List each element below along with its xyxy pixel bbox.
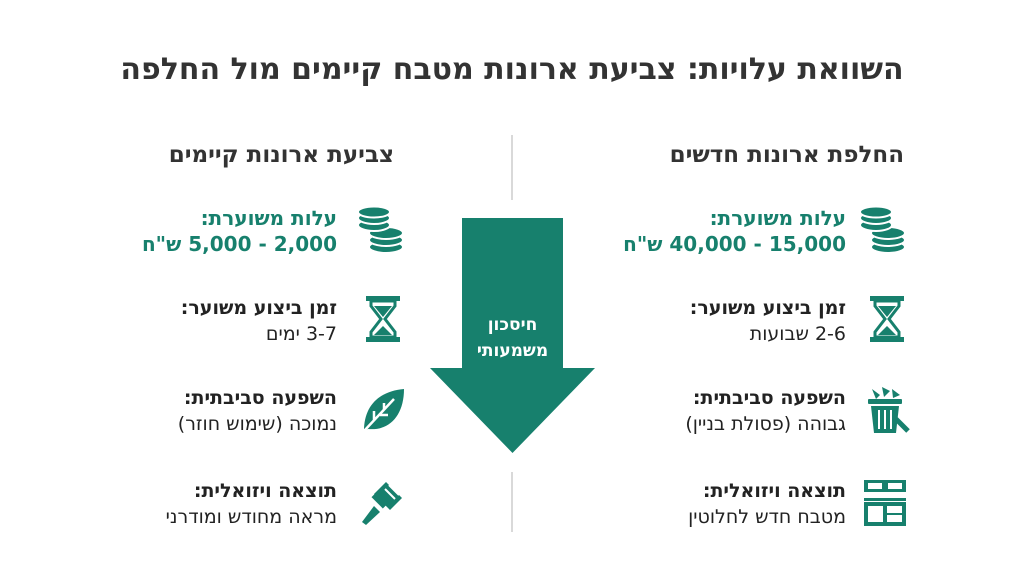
column-heading-replace: החלפת ארונות חדשים xyxy=(669,142,904,168)
replace-time: זמן ביצוע משוער: 2-6 שבועות xyxy=(690,295,846,347)
coins-icon xyxy=(858,205,908,255)
page-title: השוואת עלויות: צביעת ארונות מטבח קיימים … xyxy=(120,52,904,87)
paint-visual-label: תוצאה ויזואלית: xyxy=(193,480,337,502)
coins-icon xyxy=(356,205,406,255)
replace-cost-value: 15,000 - 40,000 ש"ח xyxy=(623,232,846,256)
hourglass-icon xyxy=(862,294,912,344)
replace-cost-label: עלות משוערת: xyxy=(709,206,846,230)
divider-bottom xyxy=(511,472,513,532)
replace-visual-value: מטבח חדש לחלוטין xyxy=(688,506,846,528)
paint-time: זמן ביצוע משוער: 3-7 ימים xyxy=(181,295,337,347)
paint-environment-value: נמוכה (שימוש חוזר) xyxy=(177,413,337,435)
paint-visual-value: מראה מחודש ומודרני xyxy=(165,506,337,528)
replace-time-value: 2-6 שבועות xyxy=(749,323,846,345)
savings-arrow-label: חיסכון משמעותי xyxy=(430,312,595,364)
leaf-icon xyxy=(358,385,408,435)
kitchen-icon xyxy=(860,478,910,528)
paint-time-value: 3-7 ימים xyxy=(265,323,337,345)
paint-cost-label: עלות משוערת: xyxy=(200,206,337,230)
paint-environment: השפעה סביבתית: נמוכה (שימוש חוזר) xyxy=(178,385,337,437)
replace-visual: תוצאה ויזואלית: מטבח חדש לחלוטין xyxy=(688,478,846,530)
replace-time-label: זמן ביצוע משוער: xyxy=(689,297,846,319)
paintbrush-icon xyxy=(356,478,406,528)
paint-cost-value: 2,000 - 5,000 ש"ח xyxy=(141,232,337,256)
replace-environment-label: השפעה סביבתית: xyxy=(692,387,846,409)
replace-visual-label: תוצאה ויזואלית: xyxy=(702,480,846,502)
replace-cost: עלות משוערת: 15,000 - 40,000 ש"ח xyxy=(623,205,846,257)
paint-time-label: זמן ביצוע משוער: xyxy=(180,297,337,319)
paint-cost: עלות משוערת: 2,000 - 5,000 ש"ח xyxy=(142,205,337,257)
column-heading-paint: צביעת ארונות קיימים xyxy=(168,142,394,168)
savings-arrow-line1: חיסכון xyxy=(487,315,538,335)
divider-top xyxy=(511,135,513,200)
savings-arrow xyxy=(430,218,595,453)
savings-arrow-line2: משמעותי xyxy=(476,341,549,361)
replace-environment: השפעה סביבתית: גבוהה (פסולת בניין) xyxy=(685,385,846,437)
replace-environment-value: גבוהה (פסולת בניין) xyxy=(685,413,846,435)
trash-bin-icon xyxy=(860,385,910,435)
paint-environment-label: השפעה סביבתית: xyxy=(183,387,337,409)
paint-visual: תוצאה ויזואלית: מראה מחודש ומודרני xyxy=(166,478,337,530)
hourglass-icon xyxy=(358,294,408,344)
